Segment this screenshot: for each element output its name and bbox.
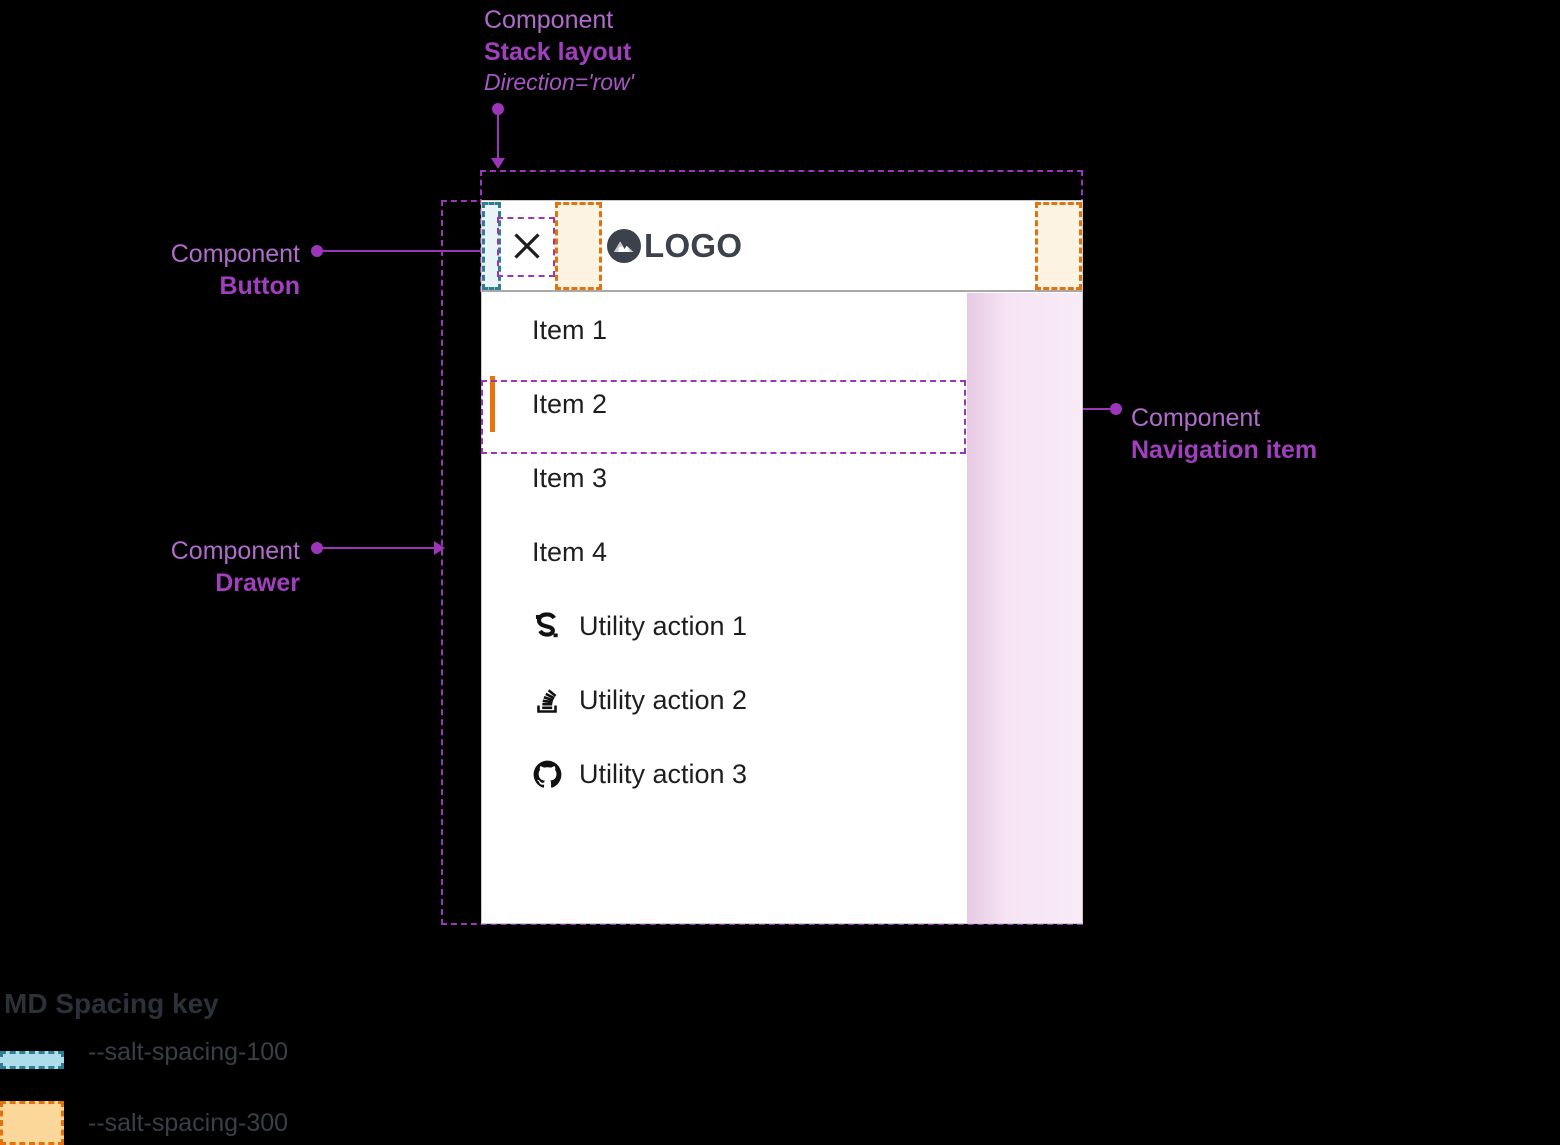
spacing-key-row-300: --salt-spacing-300 (0, 1101, 420, 1145)
utility-action-3[interactable]: Utility action 3 (482, 737, 1082, 811)
spacing-100-swatch (0, 1051, 64, 1069)
nav-item-2[interactable]: Item 2 (482, 367, 1082, 441)
annotation-kind-label: Component (170, 240, 300, 268)
spacing-key-row-100: --salt-spacing-100 (0, 1038, 420, 1069)
annotation-stack-layout: Component Stack layout Direction='row' (484, 4, 634, 97)
drawer-header: LOGO (482, 201, 1082, 292)
brand-logo: LOGO (607, 223, 742, 269)
stackoverflow-icon (532, 685, 562, 715)
spacing-key-label: --salt-spacing-100 (88, 1038, 289, 1066)
close-button[interactable] (501, 221, 553, 271)
utility-action-1[interactable]: Utility action 1 (482, 589, 1082, 663)
utility-action-label: Utility action 3 (579, 758, 748, 789)
utility-action-2[interactable]: Utility action 2 (482, 663, 1082, 737)
mountain-logo-icon (607, 229, 641, 263)
spacing-300-swatch (0, 1101, 64, 1145)
spacing-key-title: MD Spacing key (4, 988, 219, 1019)
salt-s-icon (532, 611, 562, 641)
github-icon (532, 759, 562, 789)
nav-item-label: Item 4 (532, 536, 608, 567)
utility-action-label: Utility action 2 (579, 684, 748, 715)
annotation-name-label: Stack layout (484, 38, 632, 66)
annotation-name-label: Navigation item (1131, 436, 1318, 464)
annotation-name-label: Drawer (215, 569, 300, 597)
drawer-panel: LOGO Item 1 Item 2 Item 3 Item 4 (481, 200, 1083, 924)
spacing-key-label: --salt-spacing-300 (88, 1109, 289, 1137)
close-icon (510, 229, 544, 263)
nav-item-label: Item 3 (532, 462, 608, 493)
navigation-list: Item 1 Item 2 Item 3 Item 4 (482, 293, 1082, 589)
utility-action-list: Utility action 1 Utility action 2 (482, 589, 1082, 811)
utility-action-label: Utility action 1 (579, 610, 748, 641)
selected-indicator (490, 376, 495, 432)
annotation-kind-label: Component (1131, 404, 1261, 432)
nav-item-1[interactable]: Item 1 (482, 293, 1082, 367)
annotation-kind-label: Component (484, 6, 614, 34)
annotation-property-label: Direction='row' (484, 69, 635, 95)
annotation-name-label: Button (219, 272, 300, 300)
annotation-drawer: Component Drawer (0, 535, 300, 599)
nav-item-3[interactable]: Item 3 (482, 441, 1082, 515)
annotation-button: Component Button (0, 238, 300, 302)
nav-item-4[interactable]: Item 4 (482, 515, 1082, 589)
annotation-navigation-item: Component Navigation item (1131, 402, 1317, 466)
nav-item-label: Item 1 (532, 314, 608, 345)
logo-text: LOGO (644, 227, 743, 264)
annotation-kind-label: Component (170, 537, 300, 565)
nav-item-label: Item 2 (532, 388, 608, 419)
